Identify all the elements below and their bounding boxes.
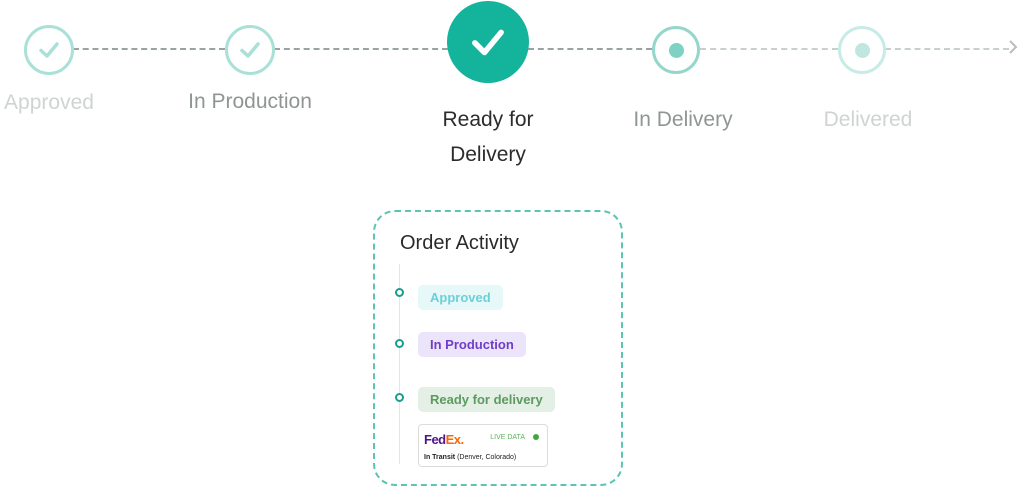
progress-connector [528,48,652,50]
step-in-delivery-marker [652,26,700,74]
progress-connector [700,48,838,50]
timeline-line [399,264,400,464]
progress-connector [274,48,448,50]
step-label-ready-for-delivery: Ready for Delivery [442,108,534,166]
live-data-label: LIVE DATA [490,434,525,441]
dot-icon [668,42,684,58]
transit-status-label: In Transit [424,454,456,461]
timeline-dot [395,339,404,348]
step-label-in-production: In Production [188,90,312,113]
step-label-delivered: Delivered [823,108,913,131]
timeline-dot [395,288,404,297]
activity-tag-ready-for-delivery: Ready for delivery [418,387,555,412]
chevron-right-icon [1006,40,1020,54]
activity-tag-approved: Approved [418,285,503,310]
check-icon [39,42,59,58]
fedex-logo: FedEx. [424,432,464,447]
step-in-production-marker [225,25,275,75]
step-ready-for-delivery-marker [447,1,529,83]
shipment-tracking-card[interactable]: FedEx. LIVE DATA In Transit (Denver, Col… [418,424,548,467]
dot-icon [854,42,870,58]
step-label-approved: Approved [4,91,94,114]
live-status-dot [533,434,539,440]
order-activity-title: Order Activity [400,232,519,254]
activity-tag-in-production: In Production [418,332,526,357]
step-approved-marker [24,25,74,75]
step-label-in-delivery: In Delivery [633,108,733,131]
transit-location: (Denver, Colorado) [457,454,517,461]
order-activity-card: Order Activity Approved In Production Re… [373,210,623,486]
step-delivered-marker [838,26,886,74]
timeline-dot [395,393,404,402]
check-icon [472,29,504,56]
progress-connector [885,48,1009,50]
transit-status: In Transit (Denver, Colorado) [424,454,516,461]
check-icon [240,42,260,58]
progress-connector [73,48,225,50]
